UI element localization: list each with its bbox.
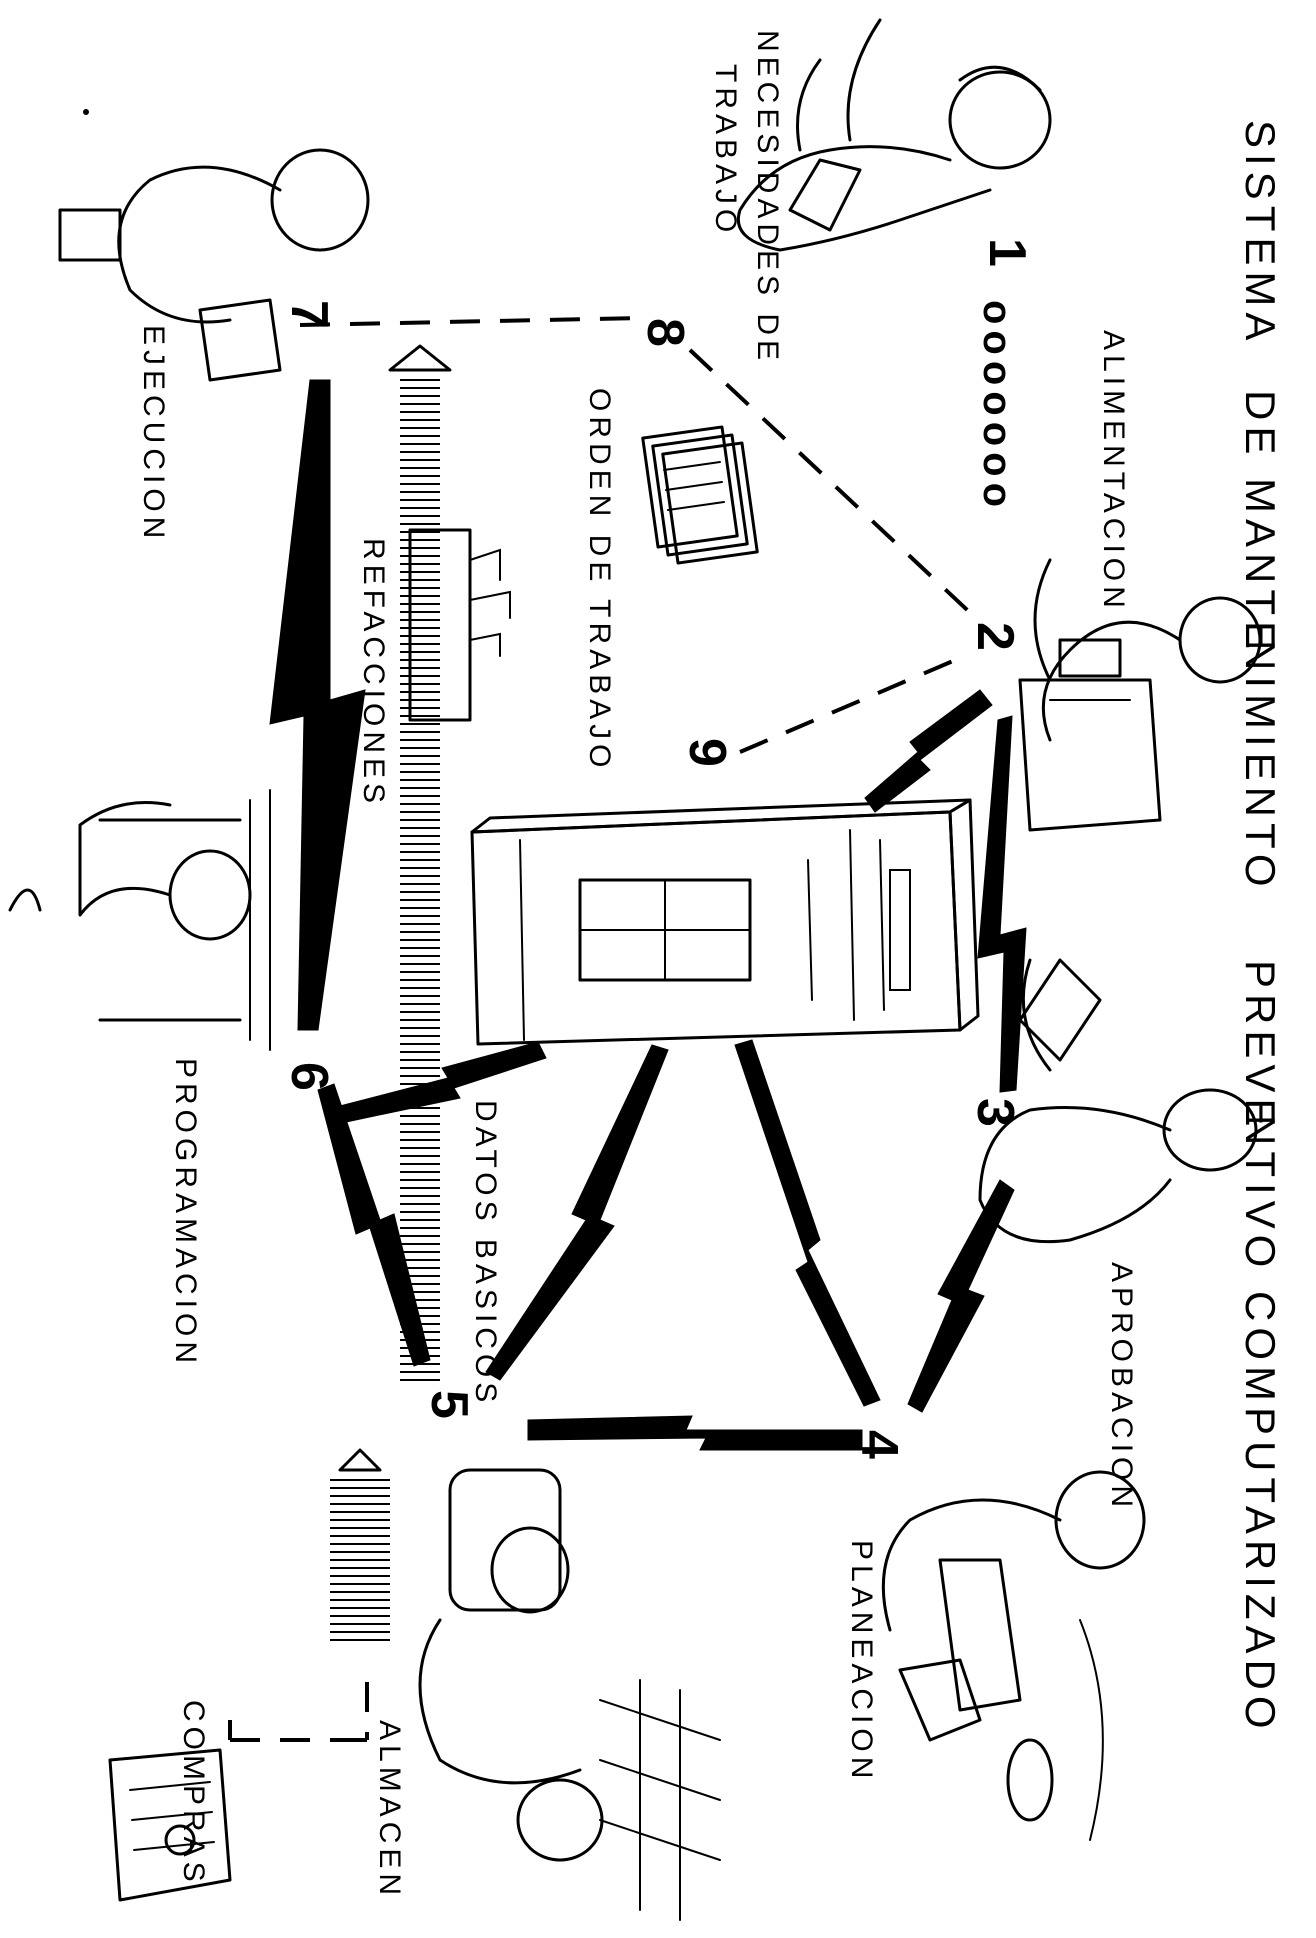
purchase-documents-icon — [110, 1750, 230, 1900]
label-almacen: ALMACEN — [373, 1720, 406, 1900]
bolt-computer-5 — [486, 1045, 668, 1380]
operator-alimentacion-figure — [1020, 560, 1260, 830]
title-part-1: SISTEMA — [1237, 120, 1284, 346]
label-planeacion: PLANEACION — [845, 1540, 878, 1783]
title-part-4: PREVE — [1237, 960, 1284, 1132]
stray-dot — [83, 109, 89, 115]
storekeeper-almacen-figure — [420, 1470, 720, 1920]
work-order-documents-icon — [643, 427, 758, 563]
node-number-2: 2 — [966, 622, 1024, 651]
dashed-line-7-8 — [300, 318, 640, 325]
diagram-title: SISTEMA DE MANTE NIMIENTO PREVE NTIVO CO… — [1237, 120, 1284, 1735]
technician-ejecucion-figure — [60, 150, 368, 380]
label-compras: COMPRAS — [177, 1700, 210, 1887]
data-flow-dots: ooooooo — [975, 300, 1019, 513]
title-part-3: NIMIENTO — [1237, 640, 1284, 893]
label-ejecucion: EJECUCION — [137, 325, 170, 543]
title-part-2: DE MANTE — [1237, 390, 1284, 655]
label-programacion: PROGRAMACION — [169, 1058, 202, 1368]
bolt-4-5 — [528, 1416, 862, 1450]
label-necesidades-line2: TRABAJO — [709, 64, 742, 237]
title-part-5: NTIVO COMPUTARIZADO — [1237, 1115, 1284, 1735]
almacen-compras-arrow-icon — [330, 1450, 390, 1640]
node-number-1: 1 — [978, 238, 1036, 267]
planner-planeacion-figure — [883, 1472, 1144, 1840]
bolt-7-6 — [270, 380, 365, 1030]
scheduler-programacion-figure — [10, 790, 270, 1050]
computer-cabinet-icon — [472, 800, 978, 1044]
label-alimentacion: ALIMENTACION — [1097, 330, 1130, 613]
label-refacciones: REFACCIONES — [357, 538, 390, 808]
label-necesidades-line1: NECESIDADES DE — [751, 30, 784, 365]
bolt-2-3 — [978, 716, 1026, 1092]
node-number-3: 3 — [966, 1098, 1024, 1127]
node-number-8: 8 — [636, 318, 694, 347]
dashed-line-8-2 — [690, 350, 980, 622]
label-orden-de-trabajo: ORDEN DE TRABAJO — [583, 388, 616, 773]
bolt-2-computer — [865, 690, 992, 812]
bolt-3-4 — [908, 1180, 1014, 1412]
bolt-computer-4 — [735, 1040, 880, 1406]
node-number-9: 9 — [678, 738, 736, 767]
worker-necesidades-figure — [738, 20, 1050, 250]
bolt-computer-6 — [340, 1042, 546, 1122]
